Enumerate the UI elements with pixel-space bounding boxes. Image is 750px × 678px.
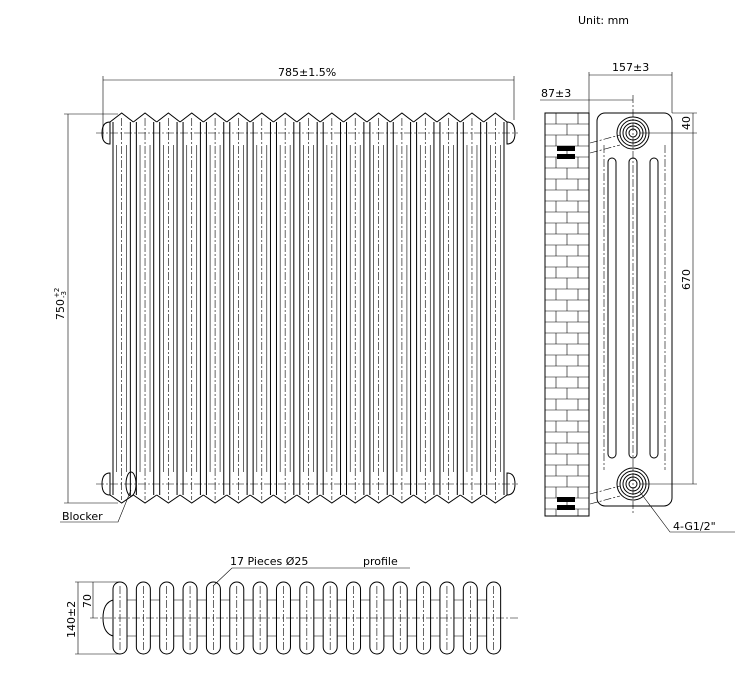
front-section	[203, 112, 228, 504]
profile-label: profile	[363, 555, 398, 568]
plan-section	[462, 581, 487, 655]
front-section	[389, 112, 414, 504]
plan-section	[252, 581, 277, 655]
front-section	[133, 112, 158, 504]
front-section	[226, 112, 251, 504]
blocker-label: Blocker	[62, 510, 103, 523]
front-section	[413, 112, 438, 504]
front-section	[366, 112, 391, 504]
front-section	[343, 112, 368, 504]
front-section	[436, 112, 461, 504]
plan-section	[182, 581, 207, 655]
front-section	[109, 112, 134, 504]
front-sections	[109, 112, 508, 504]
wall-dim-label: 87±3	[541, 87, 571, 100]
connection-bottom	[557, 467, 650, 510]
radiator-side-body	[596, 112, 673, 507]
plan-sections	[112, 581, 502, 655]
front-section	[459, 112, 484, 504]
front-section	[483, 112, 508, 504]
pieces-label: 17 Pieces Ø25	[230, 555, 308, 568]
wall-bricks	[545, 112, 589, 516]
plan-view: 140±2 70 17 Pieces Ø25 profile	[65, 555, 518, 655]
plan-section	[392, 581, 417, 655]
blocker	[125, 471, 137, 497]
plan-section	[322, 581, 347, 655]
plan-section	[229, 581, 254, 655]
column-slot	[607, 157, 617, 459]
plan-section	[416, 581, 440, 655]
plan-plug	[102, 599, 114, 637]
plan-section	[486, 581, 502, 655]
plan-section	[369, 581, 394, 655]
front-section	[296, 112, 321, 504]
connection-top	[557, 116, 650, 159]
height-dim-label-group: 750 +2 -3	[53, 288, 68, 320]
height-tol-minus: -3	[60, 291, 68, 298]
plan-half-depth-label: 70	[81, 594, 94, 608]
front-section	[319, 112, 344, 504]
column-slot	[649, 157, 659, 459]
plan-section	[205, 581, 230, 655]
front-section	[273, 112, 298, 504]
front-section	[179, 112, 204, 504]
height-tol-plus: +2	[53, 288, 61, 298]
depth-dim-label: 157±3	[612, 61, 649, 74]
front-section	[156, 112, 181, 504]
front-section	[249, 112, 274, 504]
width-dim-label: 785±1.5%	[278, 66, 336, 79]
plug-bottom-left	[101, 472, 111, 496]
front-view: 785±1.5% 750 +2 -3 Blocker	[53, 66, 518, 523]
plan-section	[159, 581, 184, 655]
connection-label: 4-G1/2"	[673, 520, 716, 533]
top-offset-label: 40	[680, 116, 693, 130]
side-view: 157±3 87±3 40 670 4-G1/2"	[540, 61, 735, 533]
unit-label: Unit: mm	[578, 14, 629, 27]
height-dim-label: 750	[54, 299, 67, 320]
plug-top-left	[101, 121, 111, 145]
plan-section	[275, 581, 300, 655]
centers-dim-label: 670	[680, 269, 693, 290]
plan-depth-label: 140±2	[65, 601, 78, 638]
plan-section	[346, 581, 370, 655]
plan-section	[439, 581, 464, 655]
plan-section	[135, 581, 160, 655]
plan-section	[299, 581, 324, 655]
